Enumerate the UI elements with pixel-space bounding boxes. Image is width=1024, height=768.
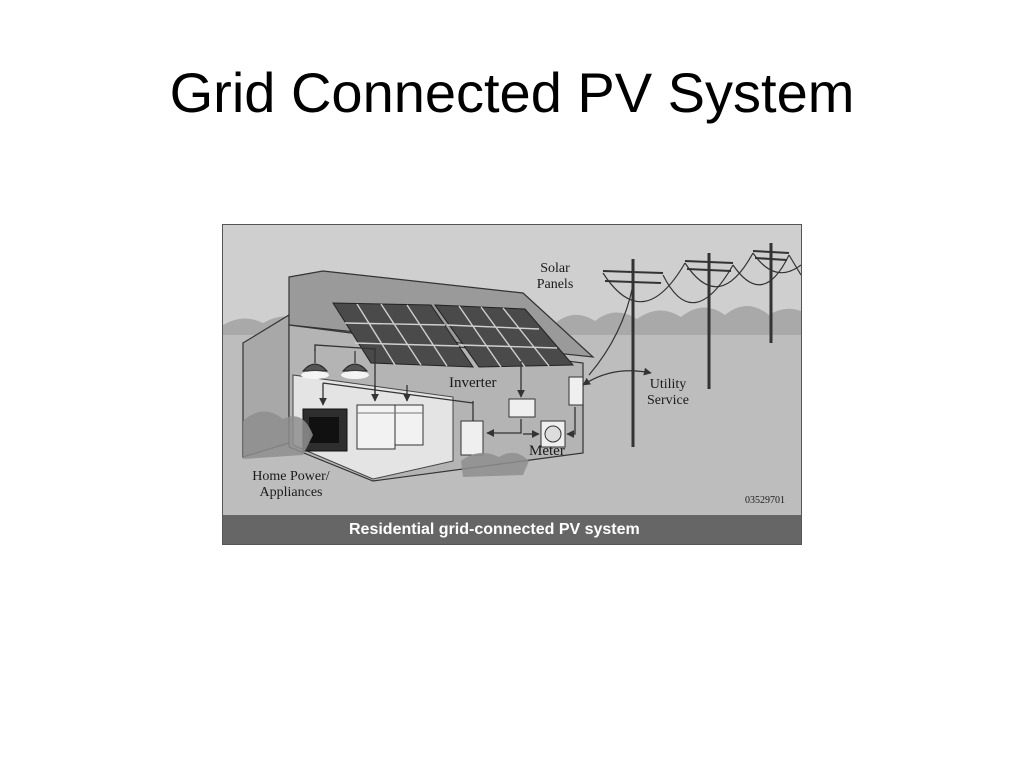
service-disconnect <box>568 376 584 406</box>
label-solar-panels: Solar Panels <box>525 261 585 293</box>
label-meter: Meter <box>529 443 565 459</box>
label-home-line-1: Home Power/ <box>252 469 330 484</box>
arrow-inverter-to-panel <box>486 419 522 437</box>
arrow-grid-exchange <box>582 367 652 386</box>
pv-system-drawing <box>223 225 801 515</box>
utility-pole-1 <box>602 259 664 447</box>
figure-code: 03529701 <box>745 495 785 506</box>
label-utility-line-2: Service <box>647 393 689 408</box>
shrub-front <box>461 452 529 477</box>
meter-icon <box>540 420 566 448</box>
label-utility-service: Utility Service <box>633 377 703 409</box>
label-solar-panels-line-1: Solar <box>540 261 570 276</box>
utility-pole-2 <box>684 253 734 389</box>
ceiling-light-1 <box>301 349 329 379</box>
label-inverter: Inverter <box>449 375 497 391</box>
household-circuit <box>322 382 474 404</box>
slide-title: Grid Connected PV System <box>169 61 855 124</box>
ceiling-light-2 <box>341 351 369 379</box>
label-home-power: Home Power/ Appliances <box>239 469 343 501</box>
pv-system-illustration: Solar Panels Inverter Utility Service Me… <box>222 224 802 545</box>
shrub-left <box>243 411 313 459</box>
label-utility-line-1: Utility <box>649 377 687 392</box>
solar-panel-right <box>434 304 575 368</box>
power-lines <box>588 252 801 376</box>
inverter-box <box>508 398 536 418</box>
breaker-panel <box>460 420 484 456</box>
arrow-to-meter <box>566 407 576 438</box>
label-home-line-2: Appliances <box>259 485 323 500</box>
utility-pole-3 <box>752 243 790 343</box>
label-solar-panels-line-2: Panels <box>536 277 574 292</box>
lighting-circuit <box>314 344 376 395</box>
treeline-right <box>553 306 801 343</box>
solar-panel-left <box>332 302 474 368</box>
figure-caption: Residential grid-connected PV system <box>223 515 801 544</box>
washer-dryer-icon <box>356 404 424 450</box>
